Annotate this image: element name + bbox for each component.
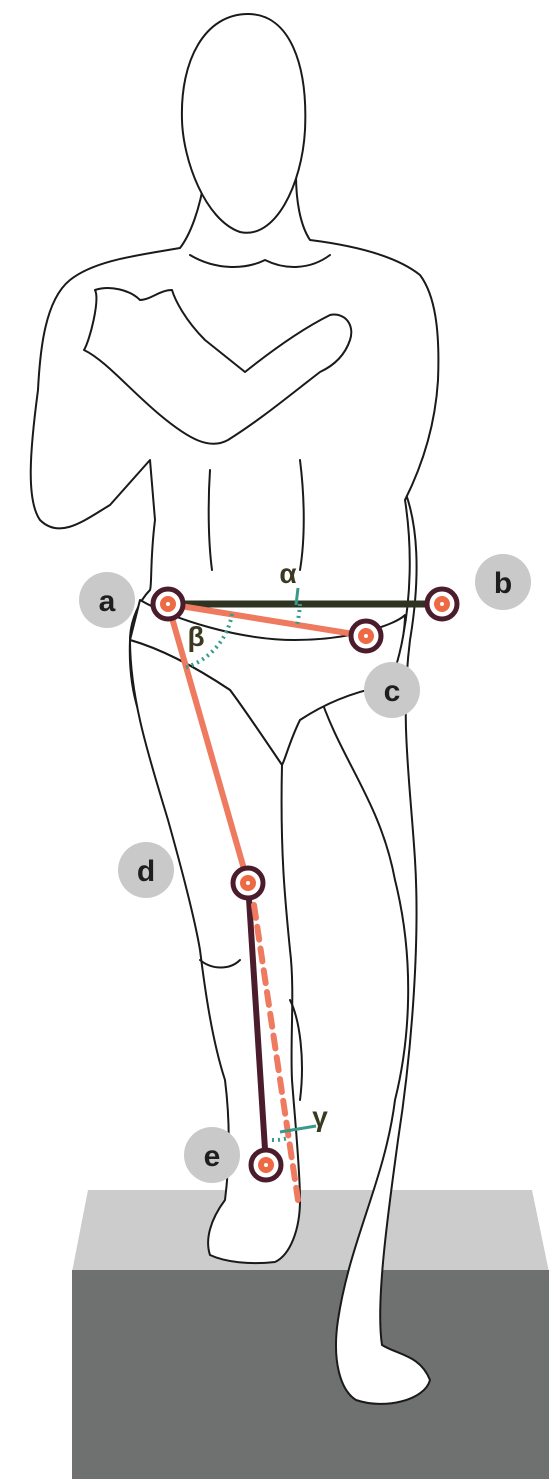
svg-text:d: d bbox=[137, 855, 155, 888]
marker-e bbox=[251, 1150, 281, 1180]
label-b: b bbox=[475, 554, 531, 610]
label-d: d bbox=[118, 842, 174, 898]
svg-text:a: a bbox=[99, 585, 116, 618]
marker-a bbox=[153, 589, 183, 619]
step-box bbox=[72, 1190, 549, 1479]
label-e: e bbox=[184, 1127, 240, 1183]
svg-text:b: b bbox=[494, 567, 512, 600]
angle-alpha-label: α bbox=[279, 558, 296, 589]
marker-d bbox=[233, 868, 263, 898]
angle-gamma-label: γ bbox=[312, 1101, 328, 1132]
marker-c bbox=[351, 621, 381, 651]
marker-b bbox=[427, 589, 457, 619]
angle-alpha-tick bbox=[296, 588, 298, 605]
svg-text:e: e bbox=[204, 1140, 221, 1173]
step-top-face bbox=[72, 1190, 549, 1272]
label-a: a bbox=[79, 572, 135, 628]
step-front-face bbox=[72, 1270, 549, 1479]
angle-beta-label: β bbox=[187, 621, 204, 652]
svg-text:c: c bbox=[384, 675, 401, 708]
label-c: c bbox=[364, 662, 420, 718]
